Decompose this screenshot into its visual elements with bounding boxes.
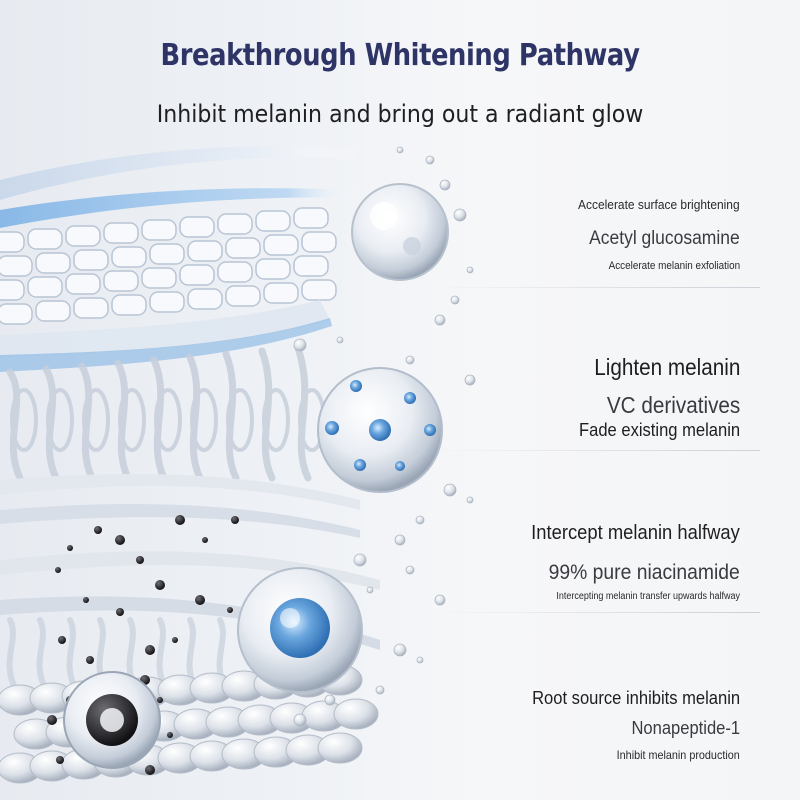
step-3-effect: Intercepting melanin transfer upwards ha… xyxy=(556,591,740,602)
step-4-effect: Inhibit melanin production xyxy=(616,748,740,762)
step-1-heading: Accelerate surface brightening xyxy=(578,197,740,212)
step-4-ingredient: Nonapeptide-1 xyxy=(631,718,740,738)
step-1-effect: Accelerate melanin exfoliation xyxy=(608,260,740,272)
step-2-effect: Fade existing melanin xyxy=(578,420,740,440)
page-subtitle: Inhibit melanin and bring out a radiant … xyxy=(156,100,644,128)
step-2-heading: Lighten melanin xyxy=(593,354,740,380)
step-3-ingredient: 99% pure niacinamide xyxy=(548,561,740,584)
divider xyxy=(430,287,760,288)
divider xyxy=(430,450,760,451)
step-2-ingredient: VC derivatives xyxy=(606,392,740,418)
step-3-heading: Intercept melanin halfway xyxy=(531,522,740,544)
step-1-ingredient: Acetyl glucosamine xyxy=(589,228,740,249)
divider xyxy=(430,612,760,613)
page-title: Breakthrough Whitening Pathway xyxy=(160,38,640,73)
step-4-heading: Root source inhibits melanin xyxy=(531,688,740,708)
